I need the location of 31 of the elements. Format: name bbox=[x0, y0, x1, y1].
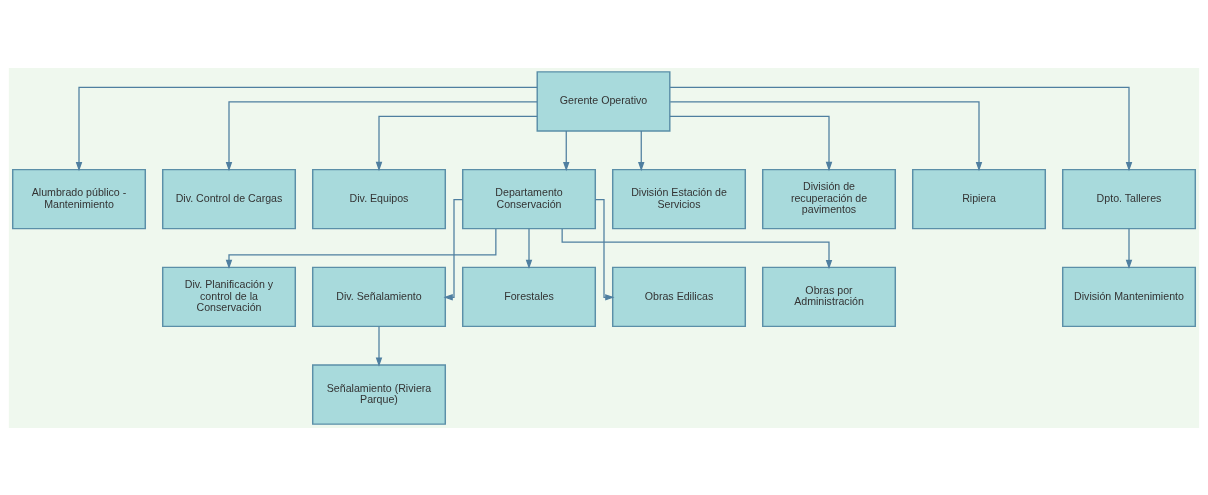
arrow bbox=[225, 227, 497, 269]
node-box: División de recuperación de pavimentos bbox=[762, 168, 896, 229]
node-box: Div. Planificación y control de la Conservación bbox=[162, 266, 296, 327]
node-box: Departamento Conservación bbox=[462, 168, 596, 229]
arrow bbox=[561, 227, 833, 269]
arrow bbox=[375, 325, 383, 367]
node-box: Señalamiento (Riviera Parque) bbox=[312, 363, 446, 425]
node-box: Gerente Operativo bbox=[536, 70, 671, 132]
arrow bbox=[638, 129, 645, 171]
arrow bbox=[1125, 227, 1133, 269]
arrow bbox=[669, 115, 833, 171]
node-box: Dpto. Talleres bbox=[1062, 168, 1196, 229]
arrow bbox=[594, 198, 615, 301]
node-box: Alumbrado público - Mantenimiento bbox=[12, 168, 146, 229]
arrow bbox=[525, 227, 533, 269]
node-box: Obras Edilicas bbox=[612, 266, 746, 327]
node-box: Obras por Administración bbox=[762, 266, 896, 327]
node-box: División Estación de Servicios bbox=[612, 168, 746, 229]
arrow bbox=[225, 100, 538, 171]
node-box: Div. Control de Cargas bbox=[162, 168, 296, 229]
node-box: División Mantenimiento bbox=[1062, 266, 1196, 327]
node-box: Forestales bbox=[462, 266, 596, 327]
arrow bbox=[375, 115, 538, 171]
arrow bbox=[443, 198, 464, 301]
arrow bbox=[669, 86, 1133, 171]
arrow bbox=[75, 86, 538, 171]
arrow bbox=[669, 100, 983, 171]
node-box: Div. Equipos bbox=[312, 168, 446, 229]
node-box: Ripiera bbox=[912, 168, 1046, 229]
arrow bbox=[563, 129, 570, 171]
node-box: Div. Señalamiento bbox=[312, 266, 446, 327]
